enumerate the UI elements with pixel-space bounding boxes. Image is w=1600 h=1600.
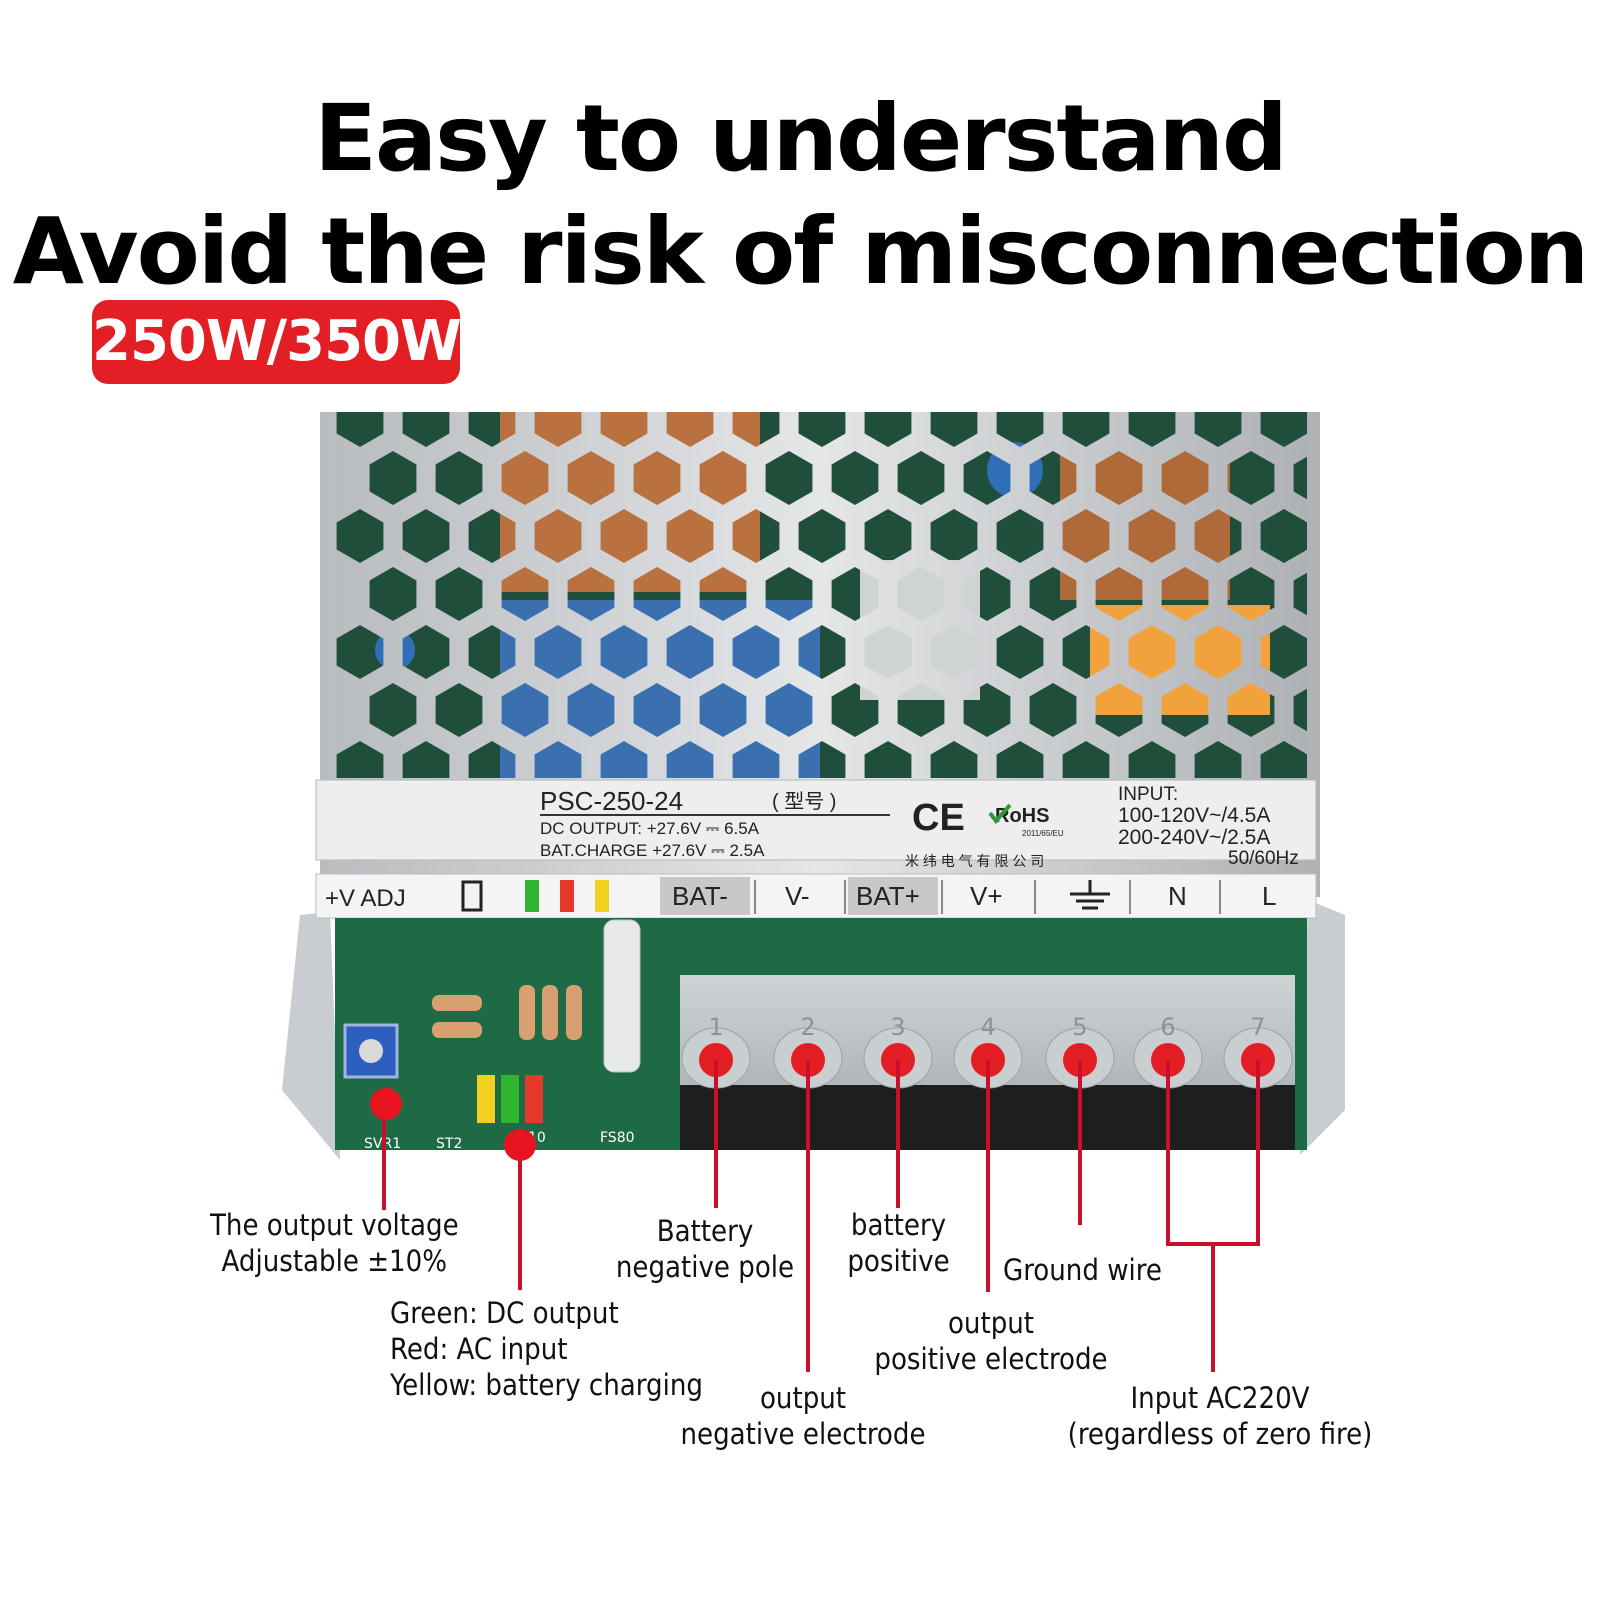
terminal-number-7: 7 [1250, 1013, 1265, 1041]
model-number: PSC-250-24 [540, 786, 683, 816]
callout-battery-positive: battery positive [836, 1207, 961, 1279]
callout-battery-negative-line1: Battery [656, 1214, 754, 1248]
terminal-label-v-plus: V+ [970, 881, 1003, 911]
ventilation-holes [335, 412, 1307, 778]
led-green-marker [525, 880, 539, 912]
callout-output-positive-line2: positive electrode [874, 1342, 1108, 1376]
led-green [501, 1075, 519, 1123]
led-red [525, 1075, 543, 1123]
ground-symbol-icon [1070, 880, 1110, 910]
terminal-number-6: 6 [1160, 1013, 1175, 1041]
voltage-adjust-marking: +V ADJ [325, 885, 406, 912]
fuse [603, 919, 641, 1073]
model-suffix: ( 型号 ) [772, 790, 836, 813]
callout-battery-positive-line1: battery [850, 1208, 947, 1242]
legend-red: Red: AC input [390, 1332, 568, 1366]
terminal-dividers [754, 880, 1221, 914]
label-plate [315, 779, 1317, 861]
callout-output-negative: output negative electrode [668, 1380, 938, 1452]
callout-leader-lines [382, 1060, 1260, 1372]
rohs-check-icon [988, 803, 1012, 825]
terminal-label-bat-minus: BAT- [672, 881, 728, 911]
pcb-mark-st: ST2 [436, 1136, 462, 1152]
input-range-2: 200-240V~/2.5A [1118, 826, 1270, 849]
callout-output-positive: output positive electrode [860, 1305, 1122, 1377]
headline-line-1: Easy to understand [314, 85, 1288, 192]
callout-output-negative-line1: output [759, 1381, 847, 1415]
input-range-1: 100-120V~/4.5A [1118, 804, 1270, 827]
bat-plus-highlight [848, 877, 938, 915]
terminal-number-4: 4 [980, 1013, 995, 1041]
led-yellow-marker [595, 880, 609, 912]
terminal-number-2: 2 [800, 1013, 815, 1041]
callout-input-ac-line1: Input AC220V [1130, 1381, 1310, 1415]
battery-charge-spec: BAT.CHARGE +27.6V ⎓ 2.5A [540, 841, 765, 860]
resistor-group [432, 985, 582, 1040]
case-left-wall [282, 912, 340, 1160]
callout-output-voltage: The output voltage Adjustable ±10% [210, 1207, 459, 1279]
led-yellow [477, 1075, 495, 1123]
manufacturer: 米 纬 电 气 有 限 公 司 [905, 853, 1044, 869]
bat-minus-highlight [660, 877, 750, 915]
input-title: INPUT: [1118, 784, 1178, 805]
rohs-mark: RoHS [995, 805, 1049, 827]
terminal-number-1: 1 [708, 1013, 723, 1041]
vent-mesh [335, 412, 1307, 778]
power-rating-badge: 250W/350W [92, 300, 462, 384]
callout-battery-negative-line2: negative pole [615, 1250, 795, 1284]
callout-input-ac: Input AC220V (regardless of zero fire) [1050, 1380, 1390, 1452]
case-right-wall [1300, 900, 1345, 1155]
callout-output-positive-line1: output [947, 1306, 1035, 1340]
voltage-adjust-potentiometer [343, 1023, 399, 1079]
callout-output-voltage-line1: The output voltage [210, 1208, 459, 1242]
headline-line-2: Avoid the risk of misconnection [12, 198, 1590, 305]
callout-led-legend: Green: DC output Red: AC input Yellow: b… [390, 1295, 703, 1403]
callout-battery-positive-line2: positive [847, 1244, 950, 1278]
callout-ground: Ground wire [1003, 1252, 1162, 1288]
callout-output-voltage-line2: Adjustable ±10% [221, 1244, 448, 1278]
legend-yellow: Yellow: battery charging [390, 1368, 703, 1402]
callout-ground-line1: Ground wire [1003, 1253, 1162, 1287]
terminal-number-3: 3 [890, 1013, 905, 1041]
terminal-marking-strip [315, 873, 1317, 919]
callout-battery-negative: Battery negative pole [600, 1213, 810, 1285]
terminal-label-l: L [1262, 881, 1276, 911]
adjust-pot-icon [461, 880, 483, 912]
terminal-label-v-minus: V- [785, 881, 810, 911]
terminal-label-bat-plus: BAT+ [856, 881, 920, 911]
input-frequency: 50/60Hz [1228, 848, 1299, 869]
terminal-number-5: 5 [1072, 1013, 1087, 1041]
legend-green: Green: DC output [390, 1296, 619, 1330]
led-red-marker [560, 880, 574, 912]
callout-input-ac-line2: (regardless of zero fire) [1067, 1417, 1373, 1451]
pcb-mark-fuse: FS80 [600, 1130, 635, 1146]
terminal-label-n: N [1168, 881, 1187, 911]
rohs-directive: 2011/65/EU [1022, 829, 1064, 838]
callout-dots [370, 1088, 536, 1161]
ce-mark: CE [912, 797, 965, 839]
dc-output-spec: DC OUTPUT: +27.6V ⎓ 6.5A [540, 819, 760, 838]
callout-output-negative-line2: negative electrode [680, 1417, 926, 1451]
